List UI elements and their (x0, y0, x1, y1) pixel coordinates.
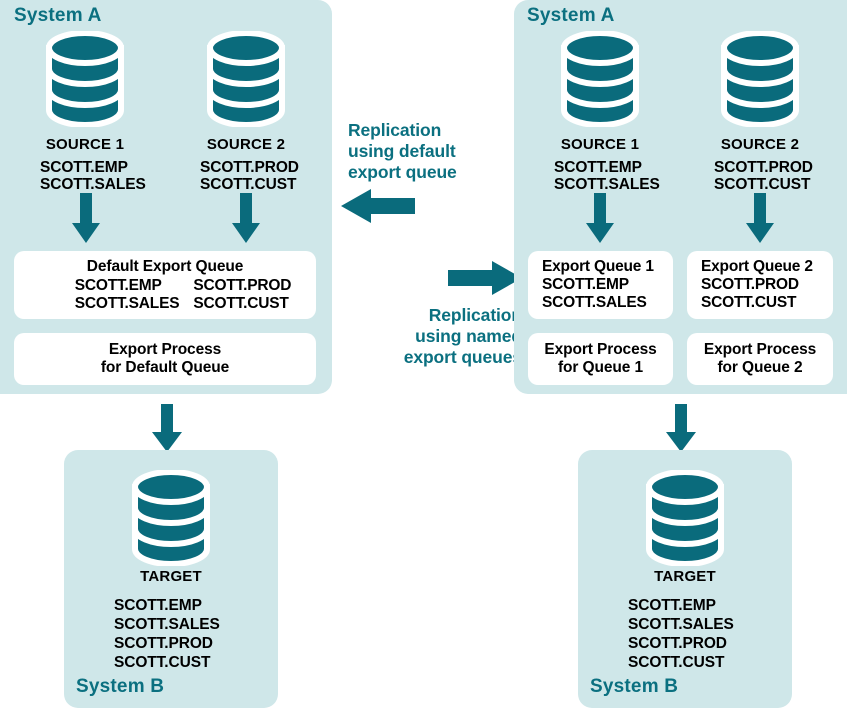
right-target-database-cylinder-icon (644, 470, 726, 566)
left-system-a-to-b-arrow-icon (150, 404, 184, 454)
left-source-2-down-arrow-icon (230, 193, 262, 245)
right-source-1-tables: SCOTT.EMP SCOTT.SALES (554, 159, 660, 193)
left-source-2-database-cylinder-icon (205, 31, 287, 127)
center-caption-default-queue: Replication using default export queue (348, 120, 457, 182)
right-export-process-2-line-2: for Queue 2 (717, 359, 803, 376)
right-target-tables: SCOTT.EMP SCOTT.SALES SCOTT.PROD SCOTT.C… (628, 597, 734, 671)
right-export-queue-1-box: Export Queue 1 SCOTT.EMP SCOTT.SALES (528, 251, 673, 319)
right-source-2-title: SOURCE 2 (720, 136, 800, 153)
left-default-export-queue-tables: SCOTT.EMP SCOTT.SALES SCOTT.PROD SCOTT.C… (14, 276, 316, 313)
left-target-tables: SCOTT.EMP SCOTT.SALES SCOTT.PROD SCOTT.C… (114, 597, 220, 671)
right-system-b-label: System B (590, 676, 679, 697)
left-default-export-queue-title: Default Export Queue (86, 257, 244, 275)
center-arrow-right-icon (448, 261, 522, 295)
left-source-1-tables: SCOTT.EMP SCOTT.SALES (40, 159, 146, 193)
right-export-queue-1-title: Export Queue 1 (542, 258, 654, 275)
right-system-a-label: System A (527, 5, 615, 26)
right-export-queue-1-tables: SCOTT.EMP SCOTT.SALES (542, 276, 647, 311)
left-source-1-down-arrow-icon (70, 193, 102, 245)
left-target-title: TARGET (140, 568, 202, 585)
right-export-process-1-box: Export Process for Queue 1 (528, 333, 673, 385)
right-system-a-to-b-arrow-icon (664, 404, 698, 454)
right-export-process-1-line-1: Export Process (544, 341, 657, 358)
left-source-1-title: SOURCE 1 (45, 136, 125, 153)
right-source-2-tables: SCOTT.PROD SCOTT.CUST (714, 159, 813, 193)
right-export-process-2-line-1: Export Process (703, 341, 817, 358)
center-caption-named-queues: Replication using named export queues (403, 305, 522, 367)
right-export-queue-2-box: Export Queue 2 SCOTT.PROD SCOTT.CUST (687, 251, 833, 319)
left-default-export-queue-box: Default Export Queue SCOTT.EMP SCOTT.SAL… (14, 251, 316, 319)
right-export-queue-2-tables: SCOTT.PROD SCOTT.CUST (701, 276, 799, 311)
right-source-2-database-cylinder-icon (719, 31, 801, 127)
right-export-process-2-box: Export Process for Queue 2 (687, 333, 833, 385)
left-default-queue-col-1: SCOTT.EMP SCOTT.SALES (74, 276, 180, 312)
right-source-2-down-arrow-icon (744, 193, 776, 245)
left-system-a-label: System A (14, 5, 102, 26)
right-source-1-down-arrow-icon (584, 193, 616, 245)
left-export-process-line-1: Export Process (108, 341, 222, 358)
left-source-1-database-cylinder-icon (44, 31, 126, 127)
left-system-b-label: System B (76, 676, 165, 697)
right-source-1-database-cylinder-icon (559, 31, 641, 127)
right-export-queue-2-title: Export Queue 2 (701, 258, 813, 275)
left-export-process-line-2: for Default Queue (100, 359, 230, 376)
left-target-database-cylinder-icon (130, 470, 212, 566)
right-export-process-1-line-2: for Queue 1 (557, 359, 644, 376)
left-source-2-title: SOURCE 2 (206, 136, 286, 153)
right-source-1-title: SOURCE 1 (560, 136, 640, 153)
left-source-2-tables: SCOTT.PROD SCOTT.CUST (200, 159, 299, 193)
left-default-queue-col-2: SCOTT.PROD SCOTT.CUST (193, 276, 292, 312)
right-target-title: TARGET (654, 568, 716, 585)
left-export-process-box: Export Process for Default Queue (14, 333, 316, 385)
center-arrow-left-icon (341, 189, 415, 223)
